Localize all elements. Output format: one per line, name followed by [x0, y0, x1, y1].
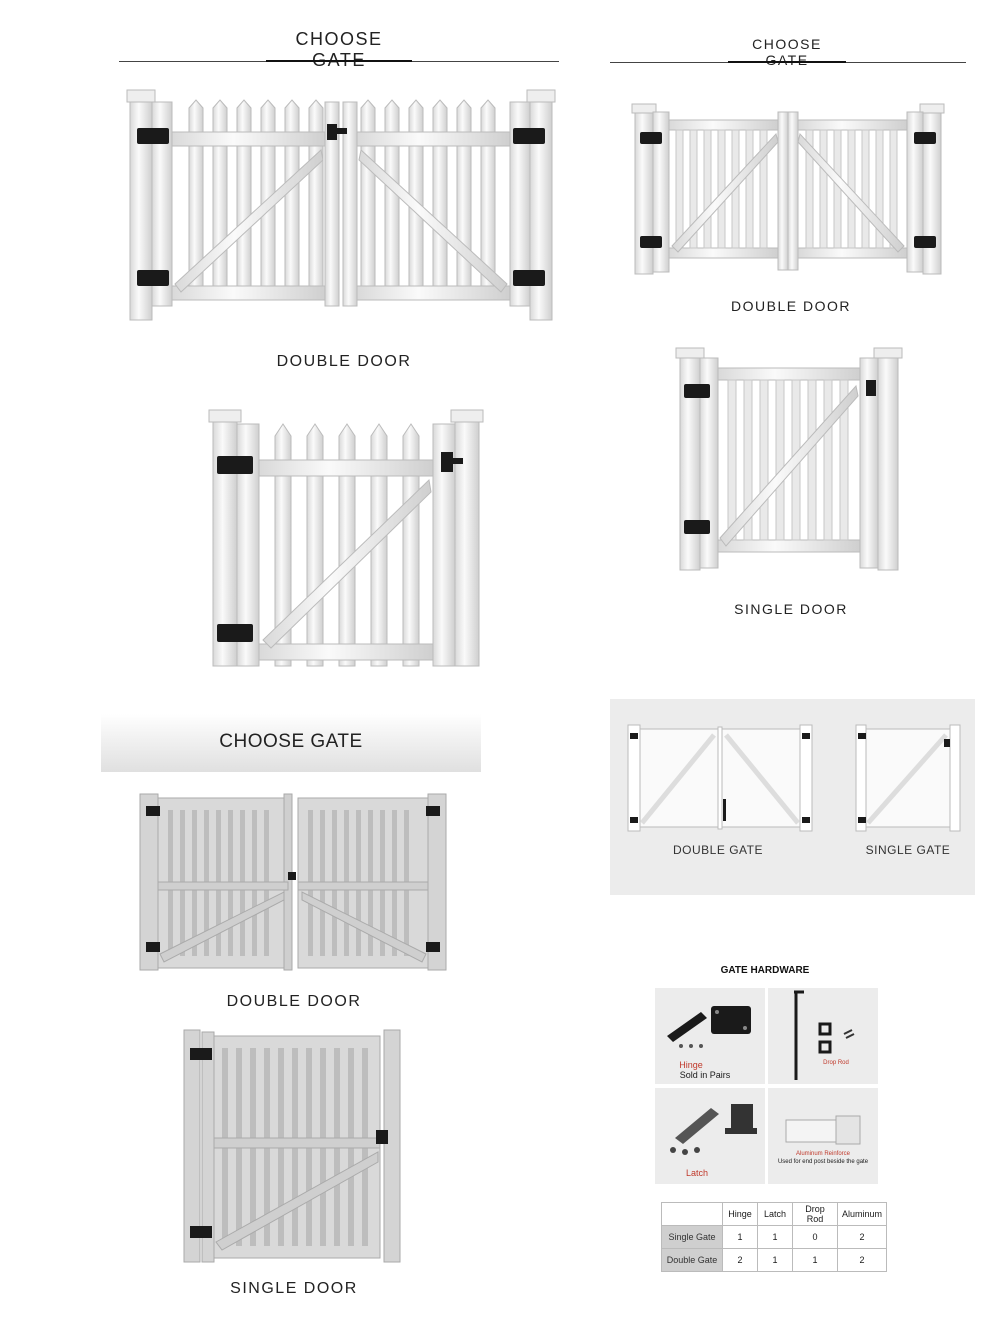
table-cell: 2 [836, 1225, 888, 1249]
picket-single-gate-image [208, 409, 484, 667]
aluminum-label: Aluminum Reinforce [795, 1151, 851, 1157]
row-label: Double Gate [661, 1248, 723, 1272]
aluminum-header: Aluminum [836, 1202, 888, 1226]
aluminum-card: Aluminum Reinforce Used for end post bes… [768, 1088, 878, 1184]
caption-double-door-top-right: DOUBLE DOOR [731, 298, 851, 314]
table-cell: 2 [722, 1248, 758, 1272]
latch-label: Latch [685, 1168, 709, 1178]
quantity-table-header: QUANTITY Hinge Latch Drop Rod Aluminum [661, 1202, 888, 1226]
aluminum-note: Used for end post beside the gate [777, 1159, 869, 1165]
section-title-top-left: CHOOSE GATE [295, 29, 383, 70]
row-label: Single Gate [661, 1225, 723, 1249]
privacy-double-gate-image [627, 724, 813, 832]
caption-single-door-top-right: SINGLE DOOR [734, 601, 848, 617]
table-cell: 1 [792, 1248, 838, 1272]
table-cell: 2 [836, 1248, 888, 1272]
drop-rod-card: Drop Rod [768, 988, 878, 1084]
section-title-bottom-left: CHOOSE GATE [219, 731, 363, 752]
picket-double-gate-image [126, 89, 556, 321]
latch-icon [670, 1104, 757, 1155]
caption-double-door-bottom-left: DOUBLE DOOR [226, 993, 362, 1010]
drop-rod-icon [794, 990, 855, 1080]
latch-header: Latch [757, 1202, 793, 1226]
table-cell: 0 [792, 1225, 838, 1249]
table-cell: 1 [757, 1225, 793, 1249]
quantity-table: QUANTITY Hinge Latch Drop Rod Aluminum S… [661, 1202, 888, 1272]
hinge-header: Hinge [722, 1202, 758, 1226]
table-cell: 1 [722, 1225, 758, 1249]
caption-double-gate: DOUBLE GATE [673, 843, 763, 857]
privacy-single-gate-image [855, 724, 961, 832]
aluminum-reinforce-icon [785, 1115, 861, 1145]
gray-single-gate-image [183, 1029, 401, 1263]
flat-top-double-gate-image [631, 103, 945, 275]
drop-rod-label: Drop Rod [823, 1060, 849, 1066]
caption-double-door-top-left: DOUBLE DOOR [276, 353, 412, 370]
privacy-gate-panel: DOUBLE GATE SINGLE GATE [610, 699, 975, 895]
caption-single-door-bottom-left: SINGLE DOOR [230, 1280, 358, 1297]
choose-gate-banner: CHOOSE GATE [101, 714, 481, 772]
gate-hardware-title: GATE HARDWARE [720, 965, 810, 976]
table-row: Double Gate 2 1 1 2 [661, 1248, 888, 1272]
title-underline-top-left [266, 60, 412, 62]
latch-card: Latch [655, 1088, 765, 1184]
title-underline-top-right [728, 61, 846, 63]
section-title-top-right: CHOOSE GATE [752, 36, 822, 68]
flat-top-single-gate-image [675, 347, 903, 571]
hinge-icon [667, 1006, 751, 1048]
hinge-label: Hinge [679, 1060, 703, 1070]
gray-double-gate-image [139, 793, 447, 971]
table-cell: 1 [757, 1248, 793, 1272]
table-row: Single Gate 1 1 0 2 [661, 1225, 888, 1249]
hinge-card: Hinge Sold in Pairs [655, 988, 765, 1084]
caption-single-gate: SINGLE GATE [865, 843, 951, 857]
quantity-header: QUANTITY [661, 1202, 723, 1226]
hinge-note: Sold in Pairs [679, 1070, 731, 1080]
drop-rod-header: Drop Rod [792, 1202, 838, 1226]
